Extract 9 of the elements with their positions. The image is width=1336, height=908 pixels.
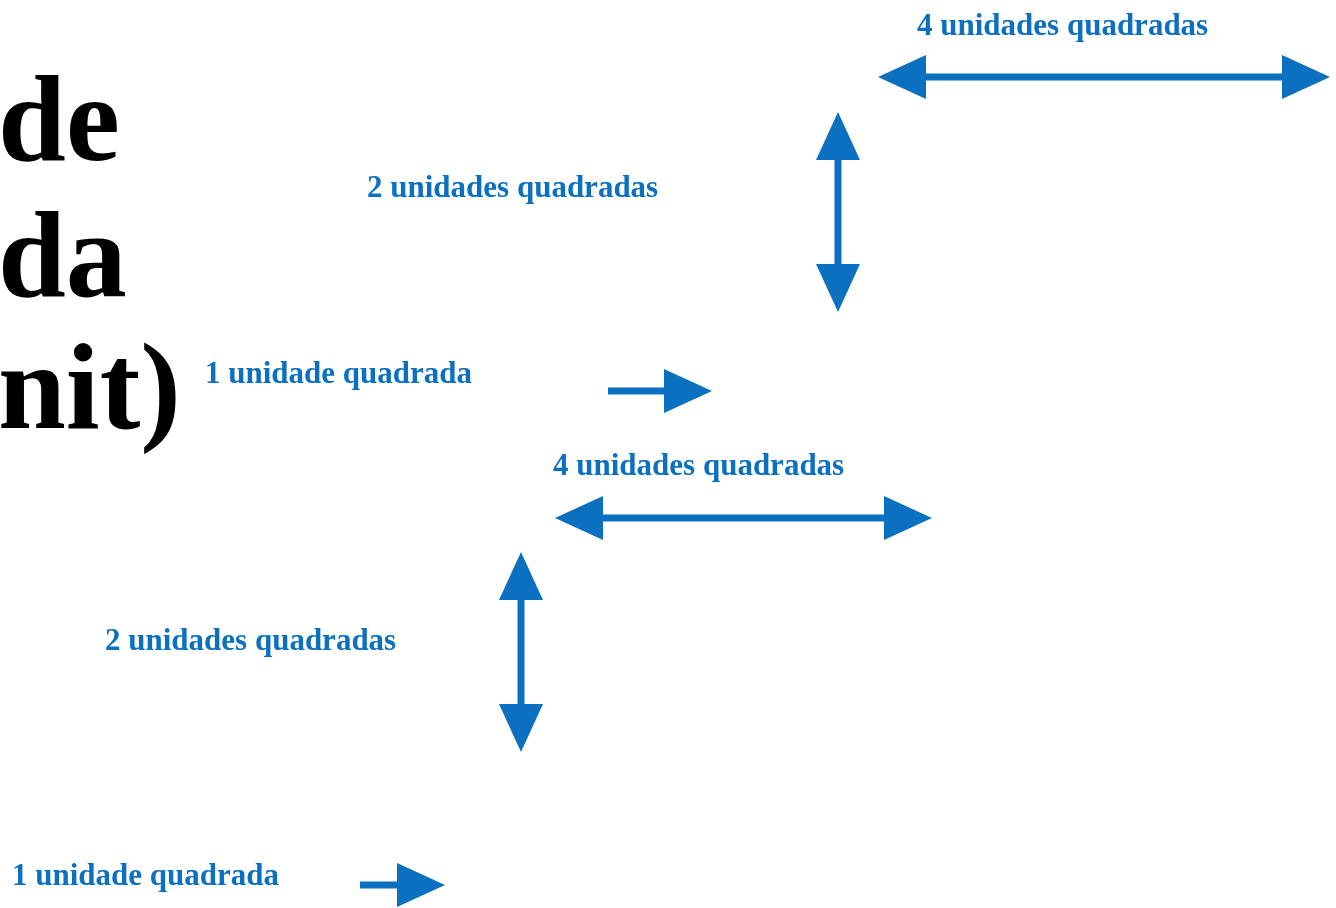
area-label: 2 unidades quadradas (105, 621, 397, 659)
area-label: 1 unidade quadrada (205, 354, 473, 392)
area-label: 4 unidades quadradas (917, 6, 1209, 44)
title-fragment: de (0, 52, 120, 187)
title-fragment: da (0, 188, 127, 323)
area-label: 2 unidades quadradas (367, 168, 659, 206)
title-fragment: nit) (0, 320, 181, 455)
area-label: 1 unidade quadrada (12, 856, 280, 894)
area-label: 4 unidades quadradas (553, 446, 845, 484)
